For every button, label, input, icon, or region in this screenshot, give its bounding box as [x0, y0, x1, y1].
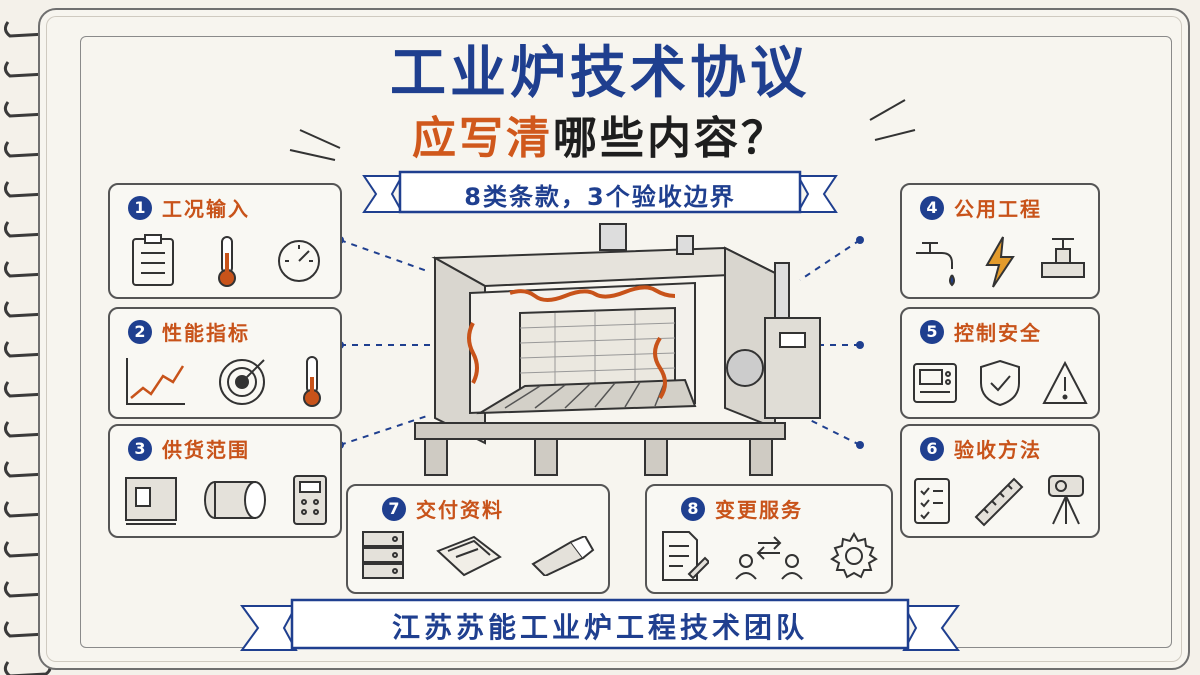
section-1-operating-conditions: 1 工况输入	[108, 183, 342, 299]
equipment-cabinet-icon	[124, 477, 177, 525]
section-8-change-services: 8 变更服务	[645, 484, 893, 594]
usb-drive-icon	[531, 536, 594, 576]
page-title: 工业炉技术协议	[390, 41, 810, 106]
page-subtitle-question: 应写清哪些内容？	[0, 102, 1200, 166]
section-number: 1	[128, 195, 152, 220]
target-icon	[218, 359, 265, 405]
water-faucet-icon	[916, 242, 956, 287]
gas-valve-icon	[1040, 238, 1085, 278]
section-title: 交付资料	[416, 498, 504, 522]
trend-chart-icon	[126, 358, 186, 405]
section-2-performance-indicators: 2 性能指标	[108, 307, 342, 419]
footer-banner: 江苏苏能工业炉工程技术团队	[240, 596, 960, 656]
shield-check-icon	[979, 359, 1020, 407]
section-6-acceptance-methods: 6 验收方法	[900, 424, 1100, 538]
section-number: 5	[920, 319, 944, 344]
section-number: 3	[128, 436, 152, 461]
clipboard-icon	[131, 234, 174, 286]
section-3-scope-of-supply: 3 供货范围	[108, 424, 342, 538]
ribbon-shape	[362, 170, 838, 214]
section-number: 8	[681, 496, 705, 521]
checklist-icon	[913, 478, 950, 524]
section-number: 6	[920, 436, 944, 461]
server-rack-icon	[362, 531, 405, 579]
thermometer-icon	[302, 356, 321, 407]
title-rest: 哪些内容？	[553, 113, 788, 164]
lightning-icon	[985, 236, 1015, 288]
subtitle-banner: 8类条款，3个验收边界	[362, 168, 838, 218]
section-5-control-safety: 5 控制安全	[900, 307, 1100, 419]
ruler-icon	[974, 477, 1024, 527]
section-4-utilities: 4 公用工程	[900, 183, 1100, 299]
subtitle-banner-text: 8类条款，3个验收边界	[464, 183, 736, 211]
section-title: 控制安全	[954, 321, 1042, 345]
gauge-icon	[278, 240, 321, 282]
document-edit-icon	[662, 531, 710, 581]
controller-icon	[293, 475, 328, 525]
people-exchange-icon	[735, 536, 803, 580]
drawings-icon	[436, 535, 502, 577]
industrial-furnace-illustration	[414, 223, 821, 476]
section-7-deliverable-documents: 7 交付资料	[346, 484, 610, 594]
control-panel-icon	[913, 363, 958, 403]
title-highlight: 应写清	[412, 113, 553, 164]
section-title: 工况输入	[162, 197, 250, 221]
section-number: 2	[128, 319, 152, 344]
section-title: 供货范围	[162, 438, 250, 462]
camera-tripod-icon	[1048, 475, 1085, 525]
ribbon-shape	[240, 598, 960, 651]
thermometer-icon	[217, 236, 236, 287]
section-title: 变更服务	[715, 498, 803, 522]
section-number: 4	[920, 195, 944, 220]
section-number: 7	[382, 496, 406, 521]
footer-banner-text: 江苏苏能工业炉工程技术团队	[391, 611, 808, 644]
warning-icon	[1041, 360, 1088, 404]
section-title: 公用工程	[954, 197, 1042, 221]
section-title: 性能指标	[162, 321, 250, 345]
pipe-coupling-icon	[203, 481, 266, 519]
gear-icon	[829, 531, 878, 579]
section-title: 验收方法	[954, 438, 1042, 462]
